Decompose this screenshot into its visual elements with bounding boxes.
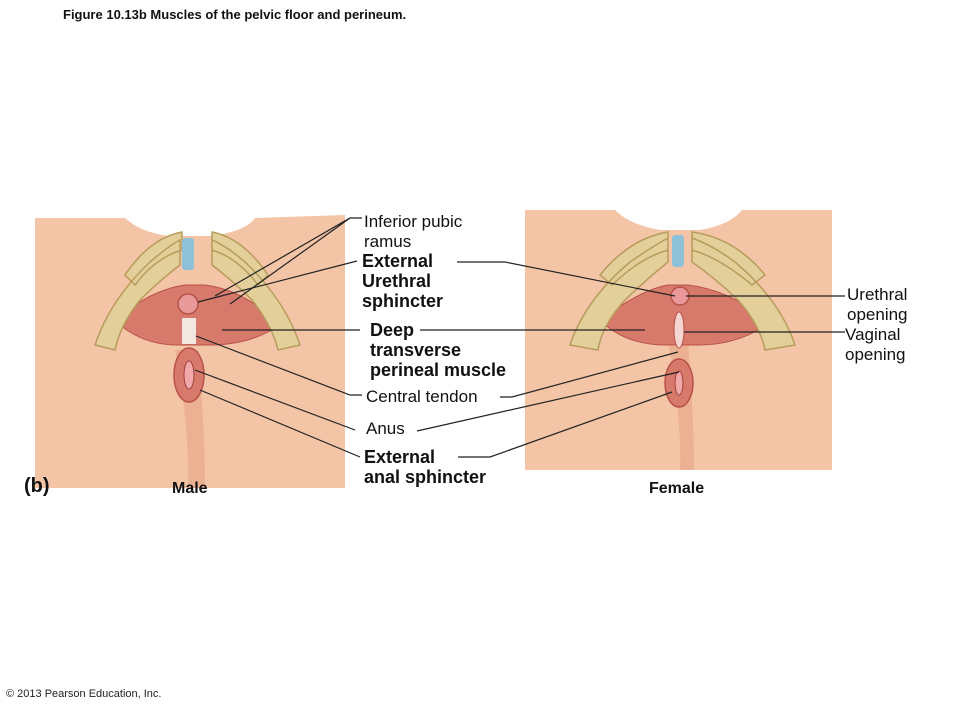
male-illustration [35,215,345,488]
male-anus [183,360,195,390]
male-pubic-symphysis [182,238,194,270]
view-label-female: Female [649,480,705,497]
leader-central-tendon-male [195,335,362,396]
male-urethral-sphincter [177,293,199,315]
figure-caption: Figure 10.13b Muscles of the pelvic floo… [63,7,407,22]
leader-lines [194,217,845,458]
copyright-notice: © 2013 Pearson Education, Inc. [6,688,162,700]
leader-anus-male [194,369,356,431]
female-pubic-arch [569,231,796,351]
panel-letter: (b) [24,475,50,497]
label-external-anal-sphincter: External anal sphincter [364,447,487,487]
leader-anus-female [416,371,680,432]
view-label-male: Male [172,480,208,497]
female-vaginal-opening [673,311,685,349]
leader-urethral-sphincter-female [457,261,676,297]
leader-urethral-sphincter-male [197,260,358,303]
female-illustration [525,210,832,470]
label-inferior-pubic-ramus: Inferior pubic ramus [364,212,463,251]
label-deep-transverse-perineal-muscle: Deep transverse perineal muscle [370,320,507,380]
leader-inferior-pubic-ramus-2 [229,217,351,305]
male-pubic-arch [94,231,301,351]
female-pubic-symphysis [672,235,684,267]
label-anus: Anus [366,419,405,438]
leader-anal-sphincter-male [199,389,361,458]
leader-central-tendon-female [500,351,679,398]
label-external-urethral-sphincter: External Urethral sphincter [362,251,444,311]
leader-anal-sphincter-female [458,391,673,458]
label-central-tendon: Central tendon [366,387,478,406]
female-anus [674,370,684,396]
label-vaginal-opening: Vaginal opening [845,325,906,364]
label-urethral-opening: Urethral opening [847,285,908,324]
male-central-tendon [182,318,196,344]
